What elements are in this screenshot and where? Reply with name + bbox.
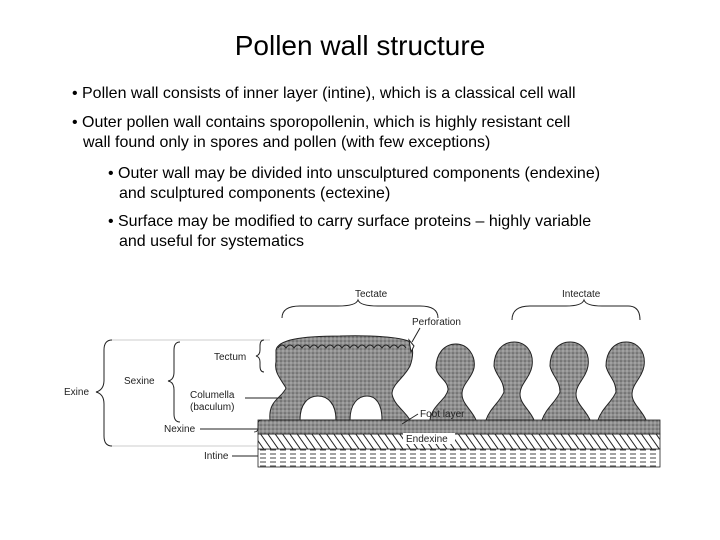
bullet-outer-wall: •Outer wall may be divided into unsculpt… — [108, 164, 688, 204]
tectate-brace — [281, 298, 439, 319]
endexine-layer — [257, 433, 661, 450]
columella-label-2: (baculum) — [190, 402, 234, 413]
bullet-dot: • — [108, 213, 114, 230]
intectate-label: Intectate — [562, 289, 601, 300]
tectate-gap — [349, 395, 383, 421]
bullet-sporopollenin: •Outer pollen wall contains sporopolleni… — [72, 113, 672, 153]
bullet-intine: •Pollen wall consists of inner layer (in… — [72, 84, 672, 104]
sexine-label: Sexine — [124, 376, 155, 387]
bullet-text: Outer wall may be divided into unsculptu… — [118, 165, 601, 182]
bullet-text: Surface may be modified to carry surface… — [118, 213, 592, 230]
perforation-label: Perforation — [412, 317, 461, 328]
tectum-brace — [255, 339, 265, 373]
perforation-arrow — [411, 327, 421, 343]
tectum-shape — [269, 335, 414, 421]
endexine-label: Endexine — [406, 434, 448, 445]
intectate-column — [597, 341, 647, 421]
endexine-label-bg — [403, 433, 455, 444]
bullet-text-cont: and sculptured components (ectexine) — [119, 185, 391, 202]
pollen-wall-diagram: Tectate Intectate Perforation Exine Sexi… — [64, 289, 661, 468]
bullet-surface: •Surface may be modified to carry surfac… — [108, 212, 688, 252]
exine-brace — [95, 339, 113, 447]
foot-layer-arrow — [401, 413, 419, 425]
intectate-column — [541, 341, 591, 421]
tectum-surface — [277, 344, 407, 349]
exine-label: Exine — [64, 387, 89, 398]
bullet-dot: • — [72, 114, 78, 131]
foot-layer — [257, 419, 661, 435]
tectate-gap — [299, 395, 337, 421]
intine-label: Intine — [204, 451, 229, 462]
tectum-label: Tectum — [214, 352, 246, 363]
columella-label: Columella — [190, 390, 235, 401]
sexine-brace — [167, 341, 181, 423]
intectate-column — [429, 343, 477, 421]
bullet-text: Outer pollen wall contains sporopollenin… — [82, 114, 571, 131]
bullet-dot: • — [72, 85, 78, 102]
slide-title: Pollen wall structure — [234, 30, 486, 61]
intectate-brace — [511, 298, 641, 321]
bullet-text-cont: wall found only in spores and pollen (wi… — [83, 134, 491, 151]
bullet-text-cont: and useful for systematics — [119, 233, 304, 250]
intectate-column — [485, 341, 535, 421]
bullet-text: Pollen wall consists of inner layer (int… — [82, 85, 576, 102]
nexine-brace — [253, 419, 263, 433]
intine-layer — [257, 448, 661, 468]
nexine-label: Nexine — [164, 424, 196, 435]
bullet-dot: • — [108, 165, 114, 182]
tectate-label: Tectate — [355, 289, 388, 300]
perforation — [408, 338, 415, 354]
foot-layer-label: Foot layer — [420, 409, 465, 420]
